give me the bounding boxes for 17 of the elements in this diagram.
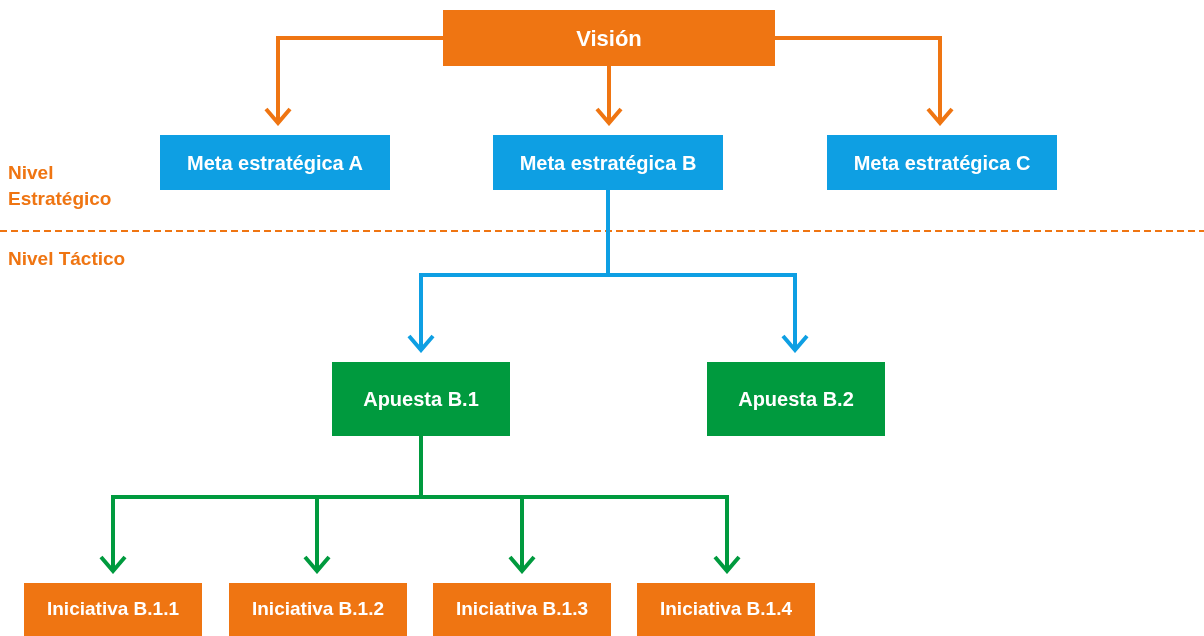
- level-label: Nivel Táctico: [8, 247, 127, 271]
- level-label: Nivel Estratégico: [8, 161, 113, 211]
- arrow: [264, 36, 443, 125]
- initiative-box: Iniciativa B.1.3: [433, 583, 611, 636]
- goal-box: Meta estratégica B: [493, 135, 723, 190]
- initiative-box: Iniciativa B.1.1: [24, 583, 202, 636]
- goal-box: Meta estratégica C: [827, 135, 1057, 190]
- bet-box: Apuesta B.2: [707, 362, 885, 436]
- arrow: [419, 436, 741, 573]
- arrow: [775, 36, 954, 125]
- initiative-box: Iniciativa B.1.4: [637, 583, 815, 636]
- vision-box: Visión: [443, 10, 775, 66]
- bet-box: Apuesta B.1: [332, 362, 510, 436]
- goal-box: Meta estratégica A: [160, 135, 390, 190]
- arrow: [606, 190, 809, 352]
- initiative-box: Iniciativa B.1.2: [229, 583, 407, 636]
- arrow: [595, 66, 623, 125]
